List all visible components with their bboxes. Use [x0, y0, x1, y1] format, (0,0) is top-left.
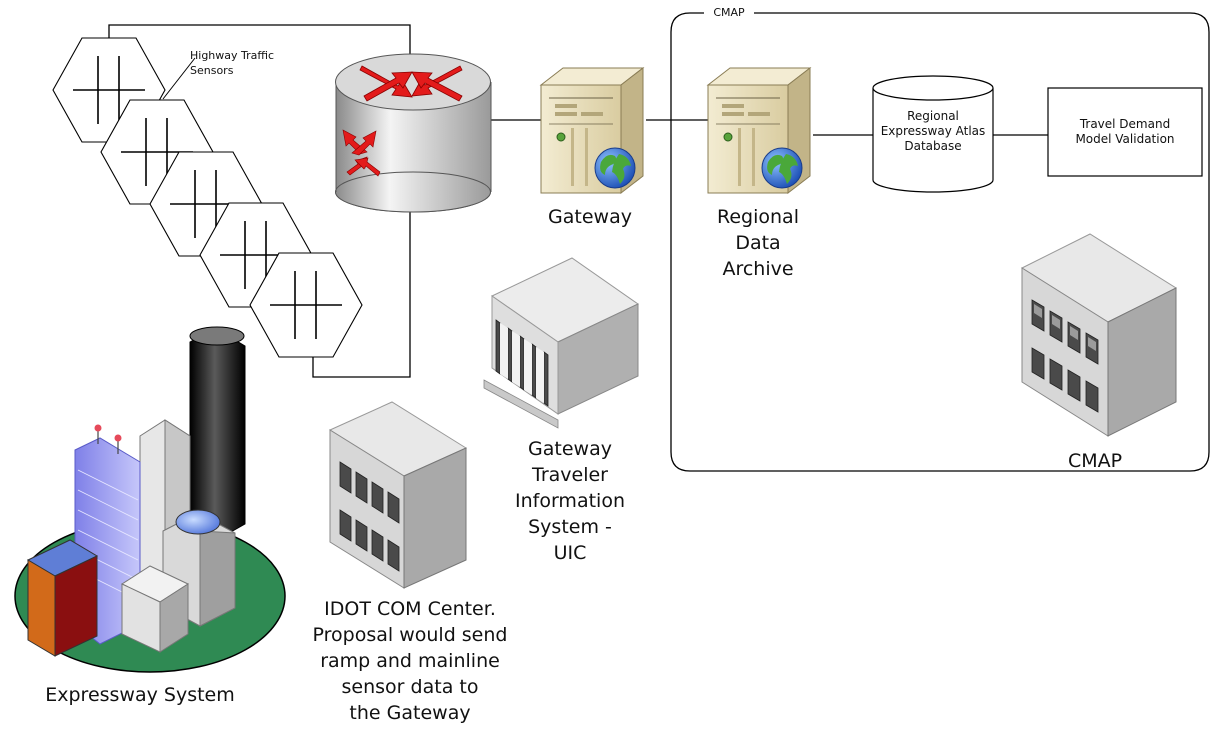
- gateway-label: Gateway: [548, 206, 632, 228]
- idot-label-line: ramp and mainline: [320, 650, 500, 672]
- idot-label-line: Proposal would send: [312, 624, 508, 646]
- globe-icon: [761, 147, 803, 189]
- idot-label-line: the Gateway: [349, 702, 471, 724]
- gtis-label-line: Traveler: [532, 464, 608, 486]
- atlas-label-line: Database: [904, 139, 962, 153]
- idot-label-line: IDOT COM Center.: [324, 598, 496, 620]
- idot-label: IDOT COM Center. Proposal would send ram…: [290, 596, 530, 726]
- cmap-boundary: [670, 12, 1210, 472]
- sensor-callout-line: [162, 57, 196, 100]
- government-building-icon: [483, 257, 639, 429]
- gtis-label-line: UIC: [553, 542, 587, 564]
- travel-demand-box: [1047, 87, 1203, 177]
- cmap-office-building-icon: [1020, 233, 1178, 437]
- tdm-label-line: Model Validation: [1075, 132, 1175, 146]
- router-icon: [335, 53, 492, 213]
- atlas-label-line: Regional: [907, 109, 959, 123]
- highway-traffic-sensors: [52, 37, 363, 358]
- rda-label: Regional Data Archive: [693, 204, 823, 282]
- gtis-label-line: Gateway: [528, 438, 612, 460]
- atlas-label-line: Expressway Atlas: [880, 124, 986, 138]
- idot-label-line: sensor data to: [341, 676, 479, 698]
- idot-office-building-icon: [328, 401, 468, 589]
- gtis-label-line: System -: [528, 516, 612, 538]
- rda-label-line: Data: [735, 232, 781, 254]
- cmap-building-label: CMAP: [1067, 450, 1123, 472]
- gtis-label-line: Information: [515, 490, 625, 512]
- city-skyline-icon: [14, 326, 286, 673]
- rda-label-line: Archive: [722, 258, 794, 280]
- traffic-sensor-icon: [249, 252, 363, 358]
- cmap-boundary-label: CMAP: [704, 5, 754, 20]
- sensors-label: Highway Traffic Sensors: [190, 49, 275, 77]
- rda-label-line: Regional: [717, 206, 799, 228]
- tdm-label-line: Travel Demand: [1079, 117, 1171, 131]
- gtis-label: Gateway Traveler Information System - UI…: [500, 436, 640, 566]
- tdm-label: Travel Demand Model Validation: [1048, 117, 1202, 147]
- atlas-label: Regional Expressway Atlas Database: [869, 109, 997, 154]
- database-icon: [872, 75, 994, 193]
- globe-icon: [594, 147, 636, 189]
- expressway-label: Expressway System: [45, 684, 235, 706]
